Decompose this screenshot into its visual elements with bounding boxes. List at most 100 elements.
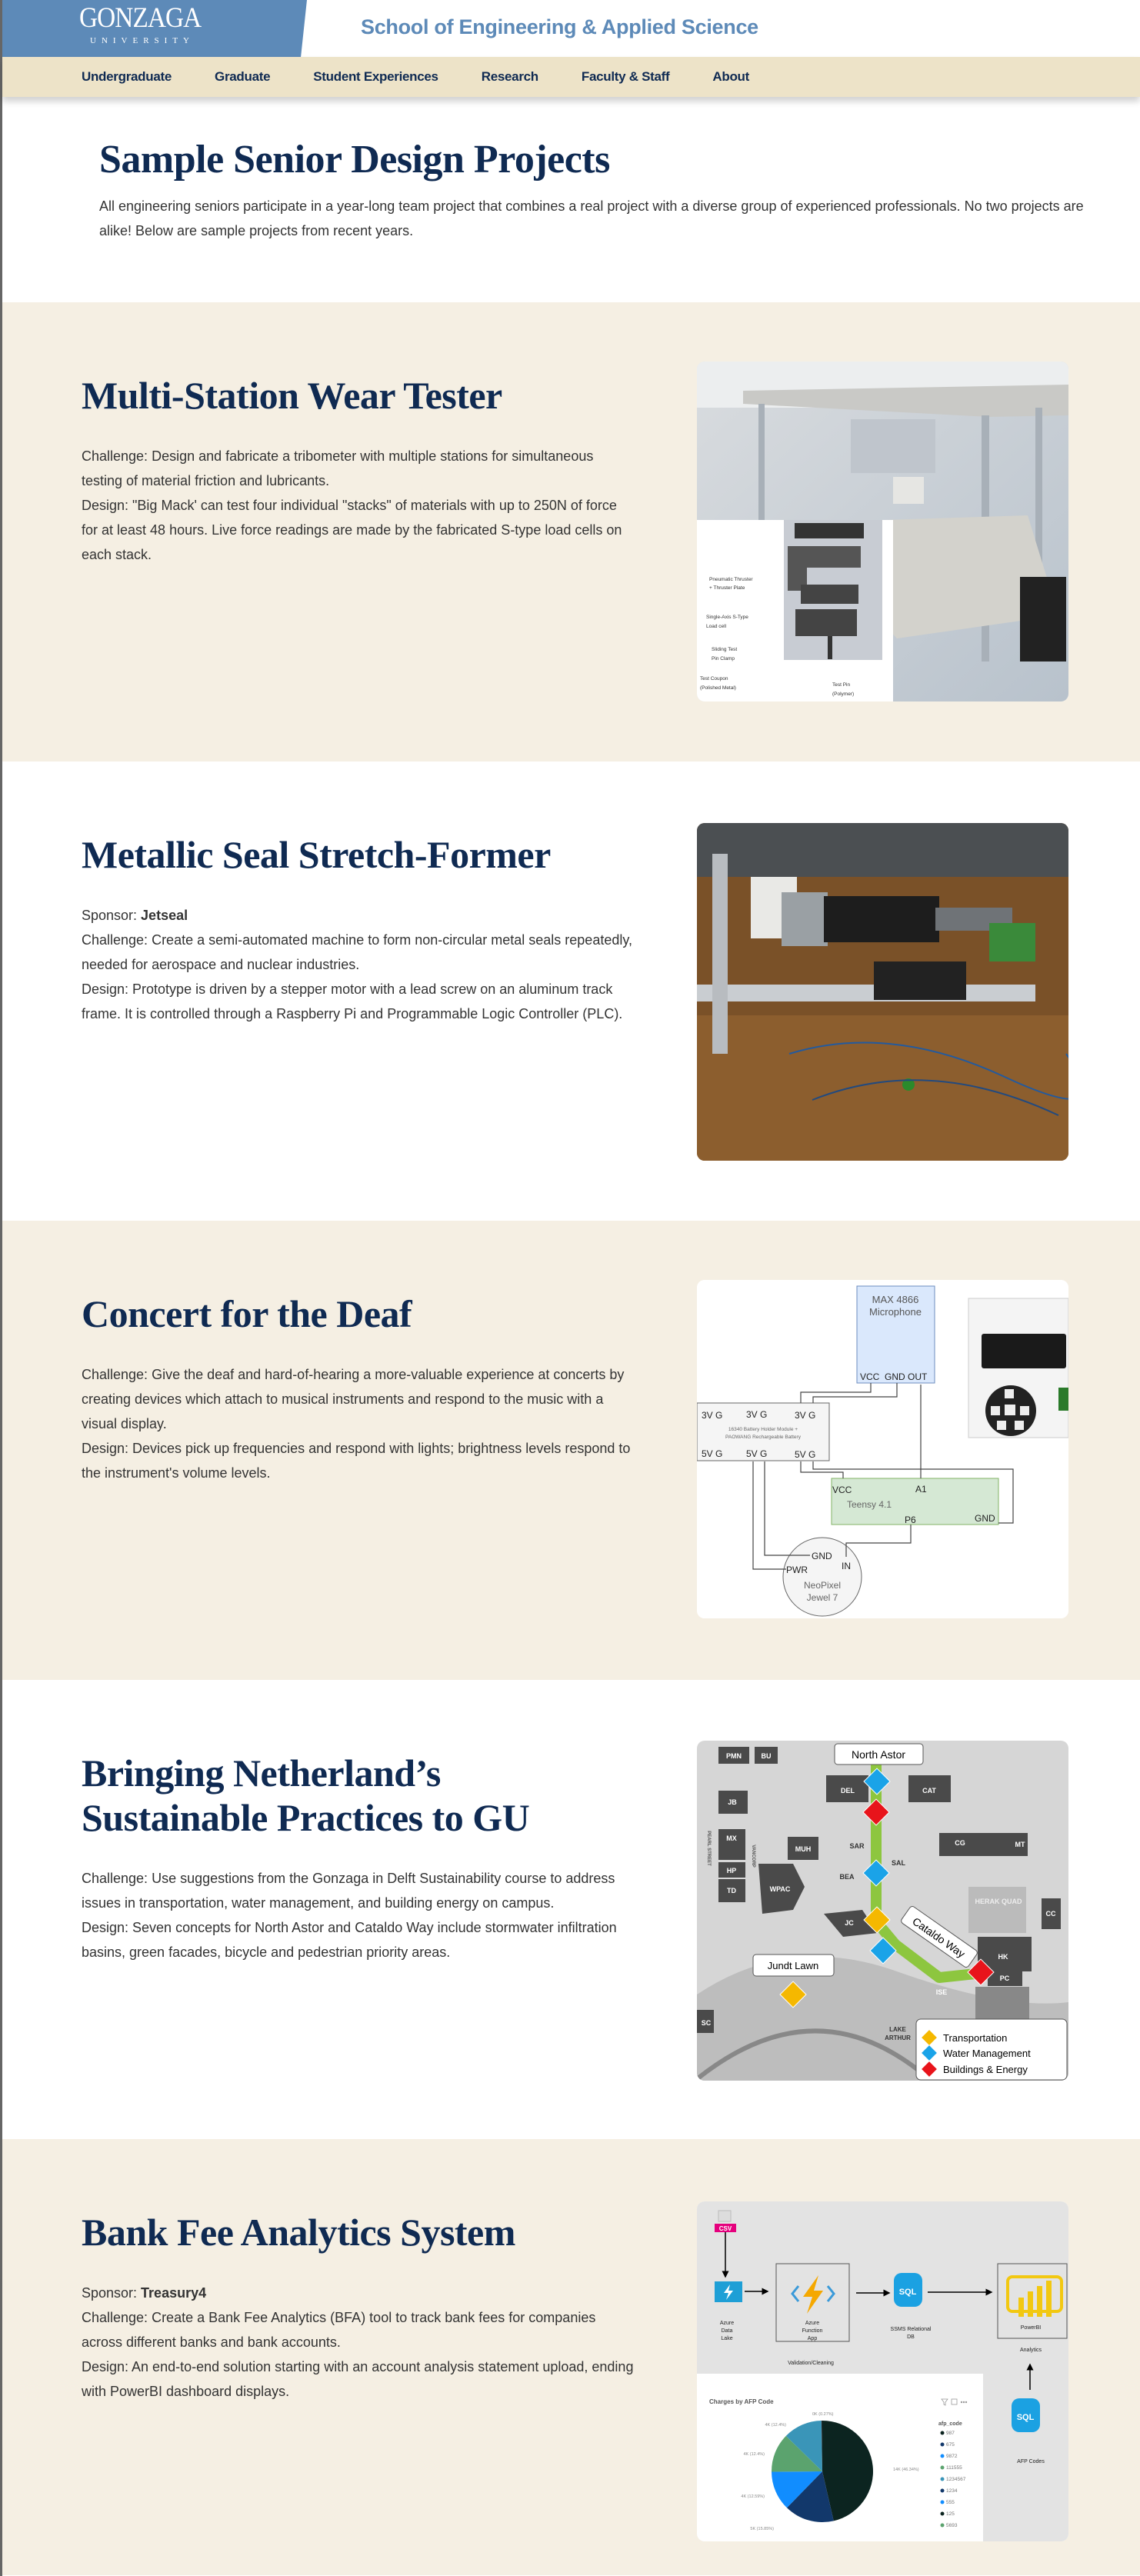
legend-swatch xyxy=(940,2442,945,2447)
pie-data-label: 4K (12.4%) xyxy=(743,2452,765,2457)
pie-slice[interactable] xyxy=(772,2471,822,2508)
diagram-label: SSMS Relational xyxy=(891,2327,932,2332)
pie-data-label: 14K (46.34%) xyxy=(893,2468,919,2472)
project-concert-for-deaf: Concert for the Deaf Challenge: Give the… xyxy=(2,1221,1140,1680)
legend-item[interactable]: 9872 xyxy=(946,2454,958,2459)
project-title: Bringing Netherland’s Sustainable Practi… xyxy=(82,1751,530,1839)
diagram-label: GND xyxy=(975,1513,995,1524)
legend-item[interactable]: 555 xyxy=(946,2500,955,2505)
building-label: HERAK QUAD xyxy=(975,1898,1022,1905)
diagram-label: MAX 4866 xyxy=(872,1294,919,1305)
map-label: ARTHUR xyxy=(885,2034,911,2041)
nav-graduate[interactable]: Graduate xyxy=(215,69,271,84)
building-label: DEL xyxy=(841,1787,855,1795)
legend-item[interactable]: 675 xyxy=(946,2442,955,2448)
project-design: Design: Devices pick up frequencies and … xyxy=(82,1441,631,1481)
school-title-link[interactable]: School of Engineering & Applied Science xyxy=(361,15,758,38)
legend-swatch xyxy=(940,2477,945,2481)
nav-research[interactable]: Research xyxy=(481,69,538,84)
nav-faculty-staff[interactable]: Faculty & Staff xyxy=(581,69,670,84)
diagram-label: GND xyxy=(812,1551,832,1561)
diagram-label: App xyxy=(808,2336,818,2341)
building-label: JC xyxy=(845,1919,854,1927)
building-label: TD xyxy=(727,1887,736,1895)
legend-item[interactable]: 1234 xyxy=(946,2488,958,2494)
diagram-label: Teensy 4.1 xyxy=(847,1499,892,1510)
diagram-label: + Thruster Plate xyxy=(709,585,745,591)
sponsor-name: Jetseal xyxy=(141,908,188,923)
diagram-label: AFP Codes xyxy=(1017,2459,1045,2464)
site-header: GONZAGA UNIVERSITY School of Engineering… xyxy=(2,0,1140,97)
diagram-label: NeoPixel xyxy=(804,1580,841,1591)
intro: Sample Senior Design Projects All engine… xyxy=(2,97,1140,302)
building-label: HK xyxy=(998,1953,1008,1961)
legend-item[interactable]: 5693 xyxy=(946,2523,958,2528)
legend-item: Transportation xyxy=(943,2032,1007,2044)
diagram-label: VCC xyxy=(832,1485,852,1495)
pie-slice[interactable] xyxy=(772,2435,822,2472)
legend-item[interactable]: 125 xyxy=(946,2511,955,2517)
diagram-label: Single-Axis S-Type xyxy=(706,615,748,620)
diagram-label: 3V G xyxy=(746,1409,767,1420)
pie-slice[interactable] xyxy=(785,2421,822,2471)
legend-swatch xyxy=(940,2488,945,2493)
map-label: LAKE xyxy=(889,2026,906,2033)
pie-slice[interactable] xyxy=(822,2421,873,2521)
pie-slice[interactable] xyxy=(786,2471,834,2522)
lightning-icon xyxy=(724,2284,733,2300)
legend-swatch xyxy=(940,2500,945,2504)
diagram-label: PowerBI xyxy=(1021,2325,1042,2331)
diagram-label: DB xyxy=(907,2334,915,2340)
building-label: PMN xyxy=(726,1752,742,1760)
diagram-label: SQL xyxy=(899,2288,917,2297)
legend-item[interactable]: 111555 xyxy=(946,2465,962,2471)
project-bank-fee-analytics: Bank Fee Analytics System Sponsor: Treas… xyxy=(2,2139,1140,2575)
diagram-label: 16340 Battery Holder Module + xyxy=(728,1427,798,1432)
legend-item[interactable]: 987 xyxy=(946,2431,955,2436)
building-label: BU xyxy=(762,1752,772,1760)
diagram-label: Test Pin xyxy=(832,682,851,688)
afp-sql-icon xyxy=(1012,2398,1040,2432)
building-label: WPAC xyxy=(770,1885,791,1893)
building-label: ISE xyxy=(936,1988,948,1996)
pie-data-label: 4K (12.4%) xyxy=(765,2423,786,2428)
map-label: North Astor xyxy=(852,1748,905,1761)
map-legend: Transportation Water Management Building… xyxy=(915,2018,1068,2081)
project-design: Design: "Big Mack' can test four individ… xyxy=(82,498,622,562)
diagram-label: P6 xyxy=(905,1515,916,1525)
nav-undergraduate[interactable]: Undergraduate xyxy=(82,69,172,84)
pie-data-label: 0K (0.27%) xyxy=(812,2412,834,2417)
legend-item[interactable]: 1234567 xyxy=(946,2477,966,2482)
nav-about[interactable]: About xyxy=(712,69,749,84)
diagram-label: IN xyxy=(842,1561,851,1571)
project-title: Concert for the Deaf xyxy=(82,1292,412,1335)
chart-toolbar-icons[interactable] xyxy=(941,2398,968,2406)
map-label: Jundt Lawn xyxy=(768,1960,819,1971)
diagram-label: Microphone xyxy=(869,1306,922,1318)
sponsor-label: Sponsor: xyxy=(82,2285,142,2301)
gonzaga-logo[interactable]: GONZAGA UNIVERSITY xyxy=(2,0,307,57)
wear-tester-photo: Pneumatic Thruster + Thruster Plate Sing… xyxy=(697,362,1068,701)
street-label: VANCORP xyxy=(751,1845,755,1868)
logo-wordmark: GONZAGA xyxy=(79,2,202,34)
building-label: JB xyxy=(728,1798,737,1806)
nav-student-experiences[interactable]: Student Experiences xyxy=(313,69,438,84)
sponsor-label: Sponsor: xyxy=(82,908,142,923)
project-seal-stretch-former: Metallic Seal Stretch-Former Sponsor: Je… xyxy=(2,761,1140,1221)
diagram-label: Analytics xyxy=(1020,2348,1042,2353)
pie-data-label: 4K (12.59%) xyxy=(741,2494,765,2499)
project-challenge: Challenge: Create a semi-automated machi… xyxy=(82,932,633,972)
project-title: Bank Fee Analytics System xyxy=(82,2211,515,2254)
intro-text: All engineering seniors participate in a… xyxy=(99,198,1084,238)
legend-swatch xyxy=(940,2465,945,2470)
diagram-label: 3V G xyxy=(795,1410,815,1421)
building-label: PC xyxy=(1000,1974,1010,1982)
diagram-label: (Polymer) xyxy=(832,691,854,697)
diagram-label: Pin Clamp xyxy=(712,656,735,661)
diagram-label: Azure xyxy=(720,2321,734,2326)
chart-title: Charges by AFP Code xyxy=(709,2398,774,2405)
building-label: MUH xyxy=(795,1845,812,1853)
project-sponsor: Sponsor: Treasury4 xyxy=(82,2281,635,2305)
main-nav: Undergraduate Graduate Student Experienc… xyxy=(2,57,1140,97)
diagram-label: Jewel 7 xyxy=(807,1592,838,1603)
